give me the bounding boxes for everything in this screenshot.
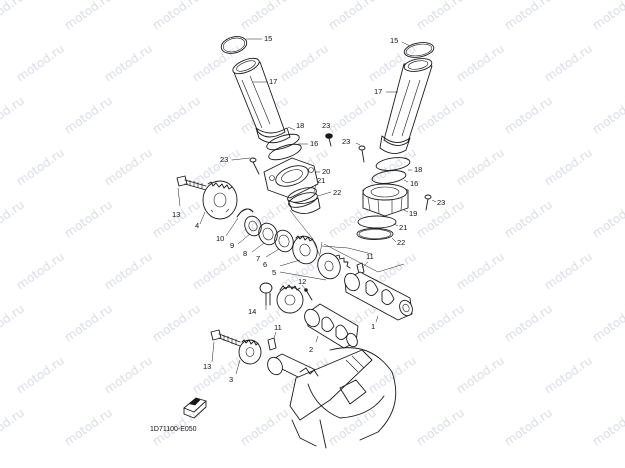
gear-6 — [292, 235, 318, 265]
callout-19: 19 — [409, 209, 417, 218]
callout-3: 3 — [229, 375, 233, 384]
callout-labels: 15 17 18 16 23 20 21 22 23 15 17 23 18 1… — [150, 34, 445, 433]
callout-16-left: 16 — [310, 139, 318, 148]
o-ring-22-right — [356, 228, 394, 240]
callout-18-left: 18 — [296, 121, 304, 130]
bolt-13-upper — [176, 175, 207, 191]
o-ring-22-left — [287, 192, 321, 214]
o-ring-21-right — [357, 215, 397, 229]
o-ring-16-right — [371, 170, 407, 184]
callout-9: 9 — [230, 241, 234, 250]
callout-22-left: 22 — [333, 188, 341, 197]
callout-12: 12 — [298, 277, 306, 286]
callout-6: 6 — [263, 260, 267, 269]
callout-8: 8 — [243, 249, 247, 258]
callout-21-left: 21 — [317, 176, 325, 185]
callout-14: 14 — [248, 307, 256, 316]
push-rod-tube-17-right — [379, 58, 433, 154]
bolt-14 — [259, 282, 273, 306]
callout-11-upper: 11 — [366, 252, 374, 261]
callout-17-left: 17 — [269, 77, 277, 86]
o-ring-18-right — [375, 157, 411, 171]
callout-17-right: 17 — [374, 87, 382, 96]
dowel-11-lower — [267, 337, 277, 351]
o-ring-15-right — [403, 42, 435, 58]
camshaft-1 — [344, 271, 413, 321]
gear-lower — [276, 284, 304, 314]
bolt-23-left-b — [249, 157, 260, 175]
callout-1: 1 — [371, 322, 375, 331]
gear-5 — [317, 252, 351, 280]
washer-9 — [244, 215, 262, 237]
callout-11-lower: 11 — [274, 323, 282, 332]
diagram-code: 1D71100-E050 — [150, 426, 197, 433]
callout-4: 4 — [195, 221, 199, 230]
clip-10 — [236, 208, 254, 218]
callout-23-right-a: 23 — [342, 137, 350, 146]
callout-16-right: 16 — [410, 179, 418, 188]
washer-8 — [258, 222, 278, 246]
bolt-23-left-a — [325, 133, 333, 147]
o-ring-18-left — [266, 133, 300, 151]
o-ring-16-left — [268, 143, 302, 161]
dowel-11-upper — [356, 262, 365, 275]
callout-21-right: 21 — [399, 223, 407, 232]
callout-15-right: 15 — [390, 36, 398, 45]
bolt-23-right-b — [424, 194, 432, 211]
sprocket-3 — [238, 339, 262, 365]
callout-23-left-a: 23 — [322, 121, 330, 130]
callout-18-right: 18 — [414, 165, 422, 174]
callout-13-lower: 13 — [203, 362, 211, 371]
callout-23-right-b: 23 — [437, 198, 445, 207]
push-rod-tube-17-left — [232, 57, 291, 144]
plate-7 — [274, 229, 294, 253]
camshaft-2 — [304, 303, 359, 349]
bolt-13-lower — [210, 329, 241, 347]
leader-lines — [177, 38, 437, 375]
o-ring-15-left — [220, 36, 248, 54]
callout-23-left-b: 23 — [220, 155, 228, 164]
callout-7: 7 — [256, 254, 260, 263]
callout-20: 20 — [322, 167, 330, 176]
callout-2: 2 — [309, 345, 313, 354]
crankshaft — [267, 347, 397, 449]
tube-seat-19 — [362, 183, 409, 217]
bolt-23-right-a — [358, 145, 366, 163]
tube-seat-20 — [263, 157, 319, 199]
callout-15-left: 15 — [264, 34, 272, 43]
front-arrow-icon — [183, 397, 207, 419]
o-ring-21-left — [287, 187, 317, 203]
gear-12-pin — [304, 288, 313, 301]
sprocket-4 — [202, 180, 238, 220]
callout-13-upper: 13 — [172, 210, 180, 219]
callout-5: 5 — [272, 268, 276, 277]
callout-10: 10 — [216, 234, 224, 243]
callout-22-right: 22 — [397, 238, 405, 247]
